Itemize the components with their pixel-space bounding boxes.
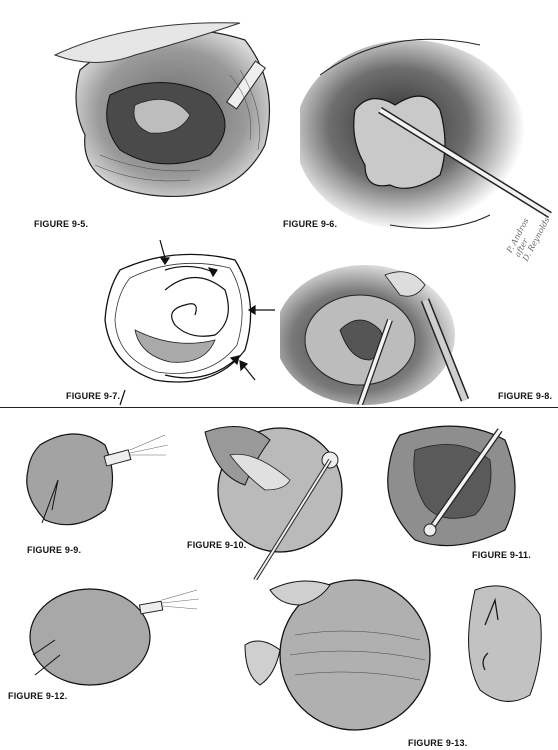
figure-9-8-illustration [280, 250, 480, 405]
figure-9-6-caption: FIGURE 9-6. [283, 219, 338, 229]
figure-9-5-caption: FIGURE 9-5. [34, 219, 89, 229]
figure-9-11-caption: FIGURE 9-11. [472, 550, 531, 560]
figure-9-13-illustration [240, 575, 550, 735]
figure-9-9-illustration [20, 425, 170, 535]
figure-9-8-caption: FIGURE 9-8. [498, 391, 553, 401]
figure-9-12-caption: FIGURE 9-12. [8, 691, 68, 701]
figure-9-9-caption: FIGURE 9-9. [27, 545, 82, 555]
figure-9-6-illustration [300, 15, 555, 240]
figure-9-13-caption: FIGURE 9-13. [408, 738, 468, 748]
figure-9-10-illustration [185, 420, 360, 580]
section-divider [0, 407, 558, 408]
figure-9-11-illustration [380, 420, 530, 555]
figure-9-12-illustration [25, 585, 200, 690]
figure-9-10-caption: FIGURE 9-10. [187, 540, 247, 550]
figure-9-5-illustration [40, 15, 290, 210]
figure-9-7-illustration [95, 240, 280, 410]
figure-9-7-caption: FIGURE 9-7. [66, 391, 121, 401]
